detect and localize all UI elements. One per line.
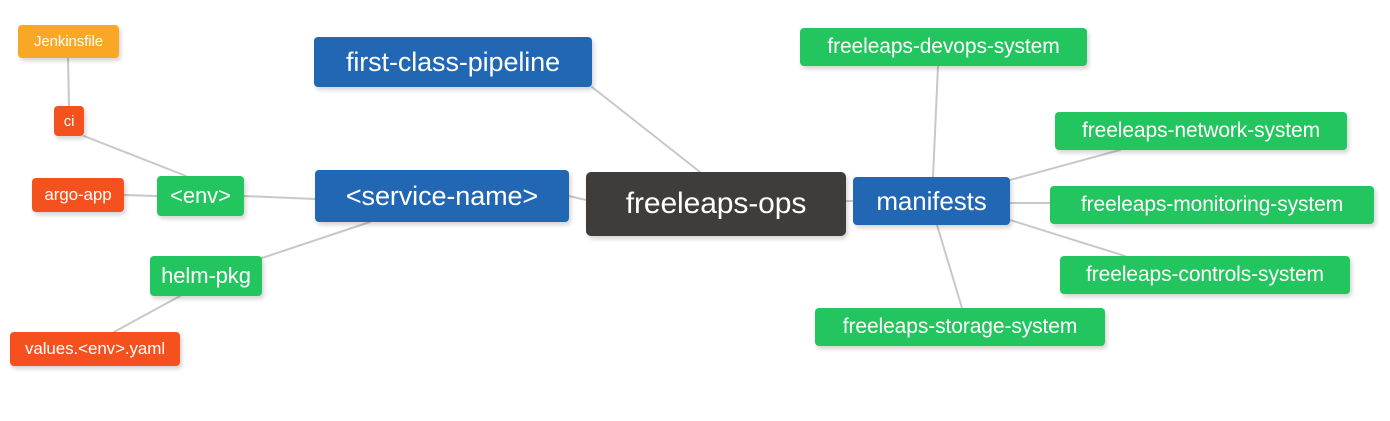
edge-service-name-to-freeleaps-ops: [568, 195, 587, 201]
node-label: manifests: [876, 185, 987, 216]
mindmap-node-first-class-pipeline[interactable]: first-class-pipeline: [314, 37, 592, 87]
node-label: freeleaps-network-system: [1081, 119, 1320, 142]
mindmap-node-ci[interactable]: ci: [54, 106, 84, 136]
edge-jenkinsfile-to-ci: [67, 57, 70, 107]
node-label: Jenkinsfile: [34, 33, 103, 50]
edge-helm-pkg-to-service-name: [261, 221, 371, 259]
mindmap-node-helm-pkg[interactable]: helm-pkg: [150, 256, 262, 296]
node-label: helm-pkg: [161, 263, 251, 288]
edge-manifests-to-freeleaps-network-system: [1009, 149, 1121, 181]
edge-values-env-yaml-to-helm-pkg: [113, 295, 181, 333]
node-label: first-class-pipeline: [345, 46, 561, 77]
node-label: freeleaps-controls-system: [1086, 263, 1324, 286]
edge-ci-to-env: [83, 135, 187, 177]
node-label: values.<env>.yaml: [24, 339, 166, 358]
mindmap-node-values-env-yaml[interactable]: values.<env>.yaml: [10, 332, 180, 366]
mindmap-node-freeleaps-network-system[interactable]: freeleaps-network-system: [1055, 112, 1347, 150]
node-label: <env>: [170, 183, 231, 208]
node-label: ci: [63, 112, 75, 130]
edge-manifests-to-freeleaps-storage-system: [936, 224, 963, 309]
edge-env-to-service-name: [243, 195, 316, 200]
edge-first-class-pipeline-to-freeleaps-ops: [591, 86, 701, 173]
mindmap-node-freeleaps-monitoring-system[interactable]: freeleaps-monitoring-system: [1050, 186, 1374, 224]
mindmap-node-freeleaps-ops[interactable]: freeleaps-ops: [586, 172, 846, 236]
node-label: freeleaps-devops-system: [827, 35, 1060, 58]
node-label: freeleaps-monitoring-system: [1080, 193, 1344, 216]
mindmap-node-manifests[interactable]: manifests: [853, 177, 1010, 225]
mindmap-node-jenkinsfile[interactable]: Jenkinsfile: [18, 25, 119, 58]
mindmap-node-env[interactable]: <env>: [157, 176, 244, 216]
mindmap-node-service-name[interactable]: <service-name>: [315, 170, 569, 222]
node-label: freeleaps-ops: [625, 187, 807, 220]
node-label: freeleaps-storage-system: [842, 315, 1078, 338]
edge-manifests-to-freeleaps-controls-system: [1009, 219, 1126, 257]
node-label: <service-name>: [345, 180, 539, 211]
edge-argo-app-to-env: [123, 194, 158, 197]
node-label: argo-app: [44, 185, 112, 204]
mindmap-node-freeleaps-storage-system[interactable]: freeleaps-storage-system: [815, 308, 1105, 346]
mindmap-node-freeleaps-devops-system[interactable]: freeleaps-devops-system: [800, 28, 1087, 66]
edge-freeleaps-devops-system-to-manifests: [932, 65, 939, 178]
mindmap-node-argo-app[interactable]: argo-app: [32, 178, 124, 212]
mindmap-node-freeleaps-controls-system[interactable]: freeleaps-controls-system: [1060, 256, 1350, 294]
